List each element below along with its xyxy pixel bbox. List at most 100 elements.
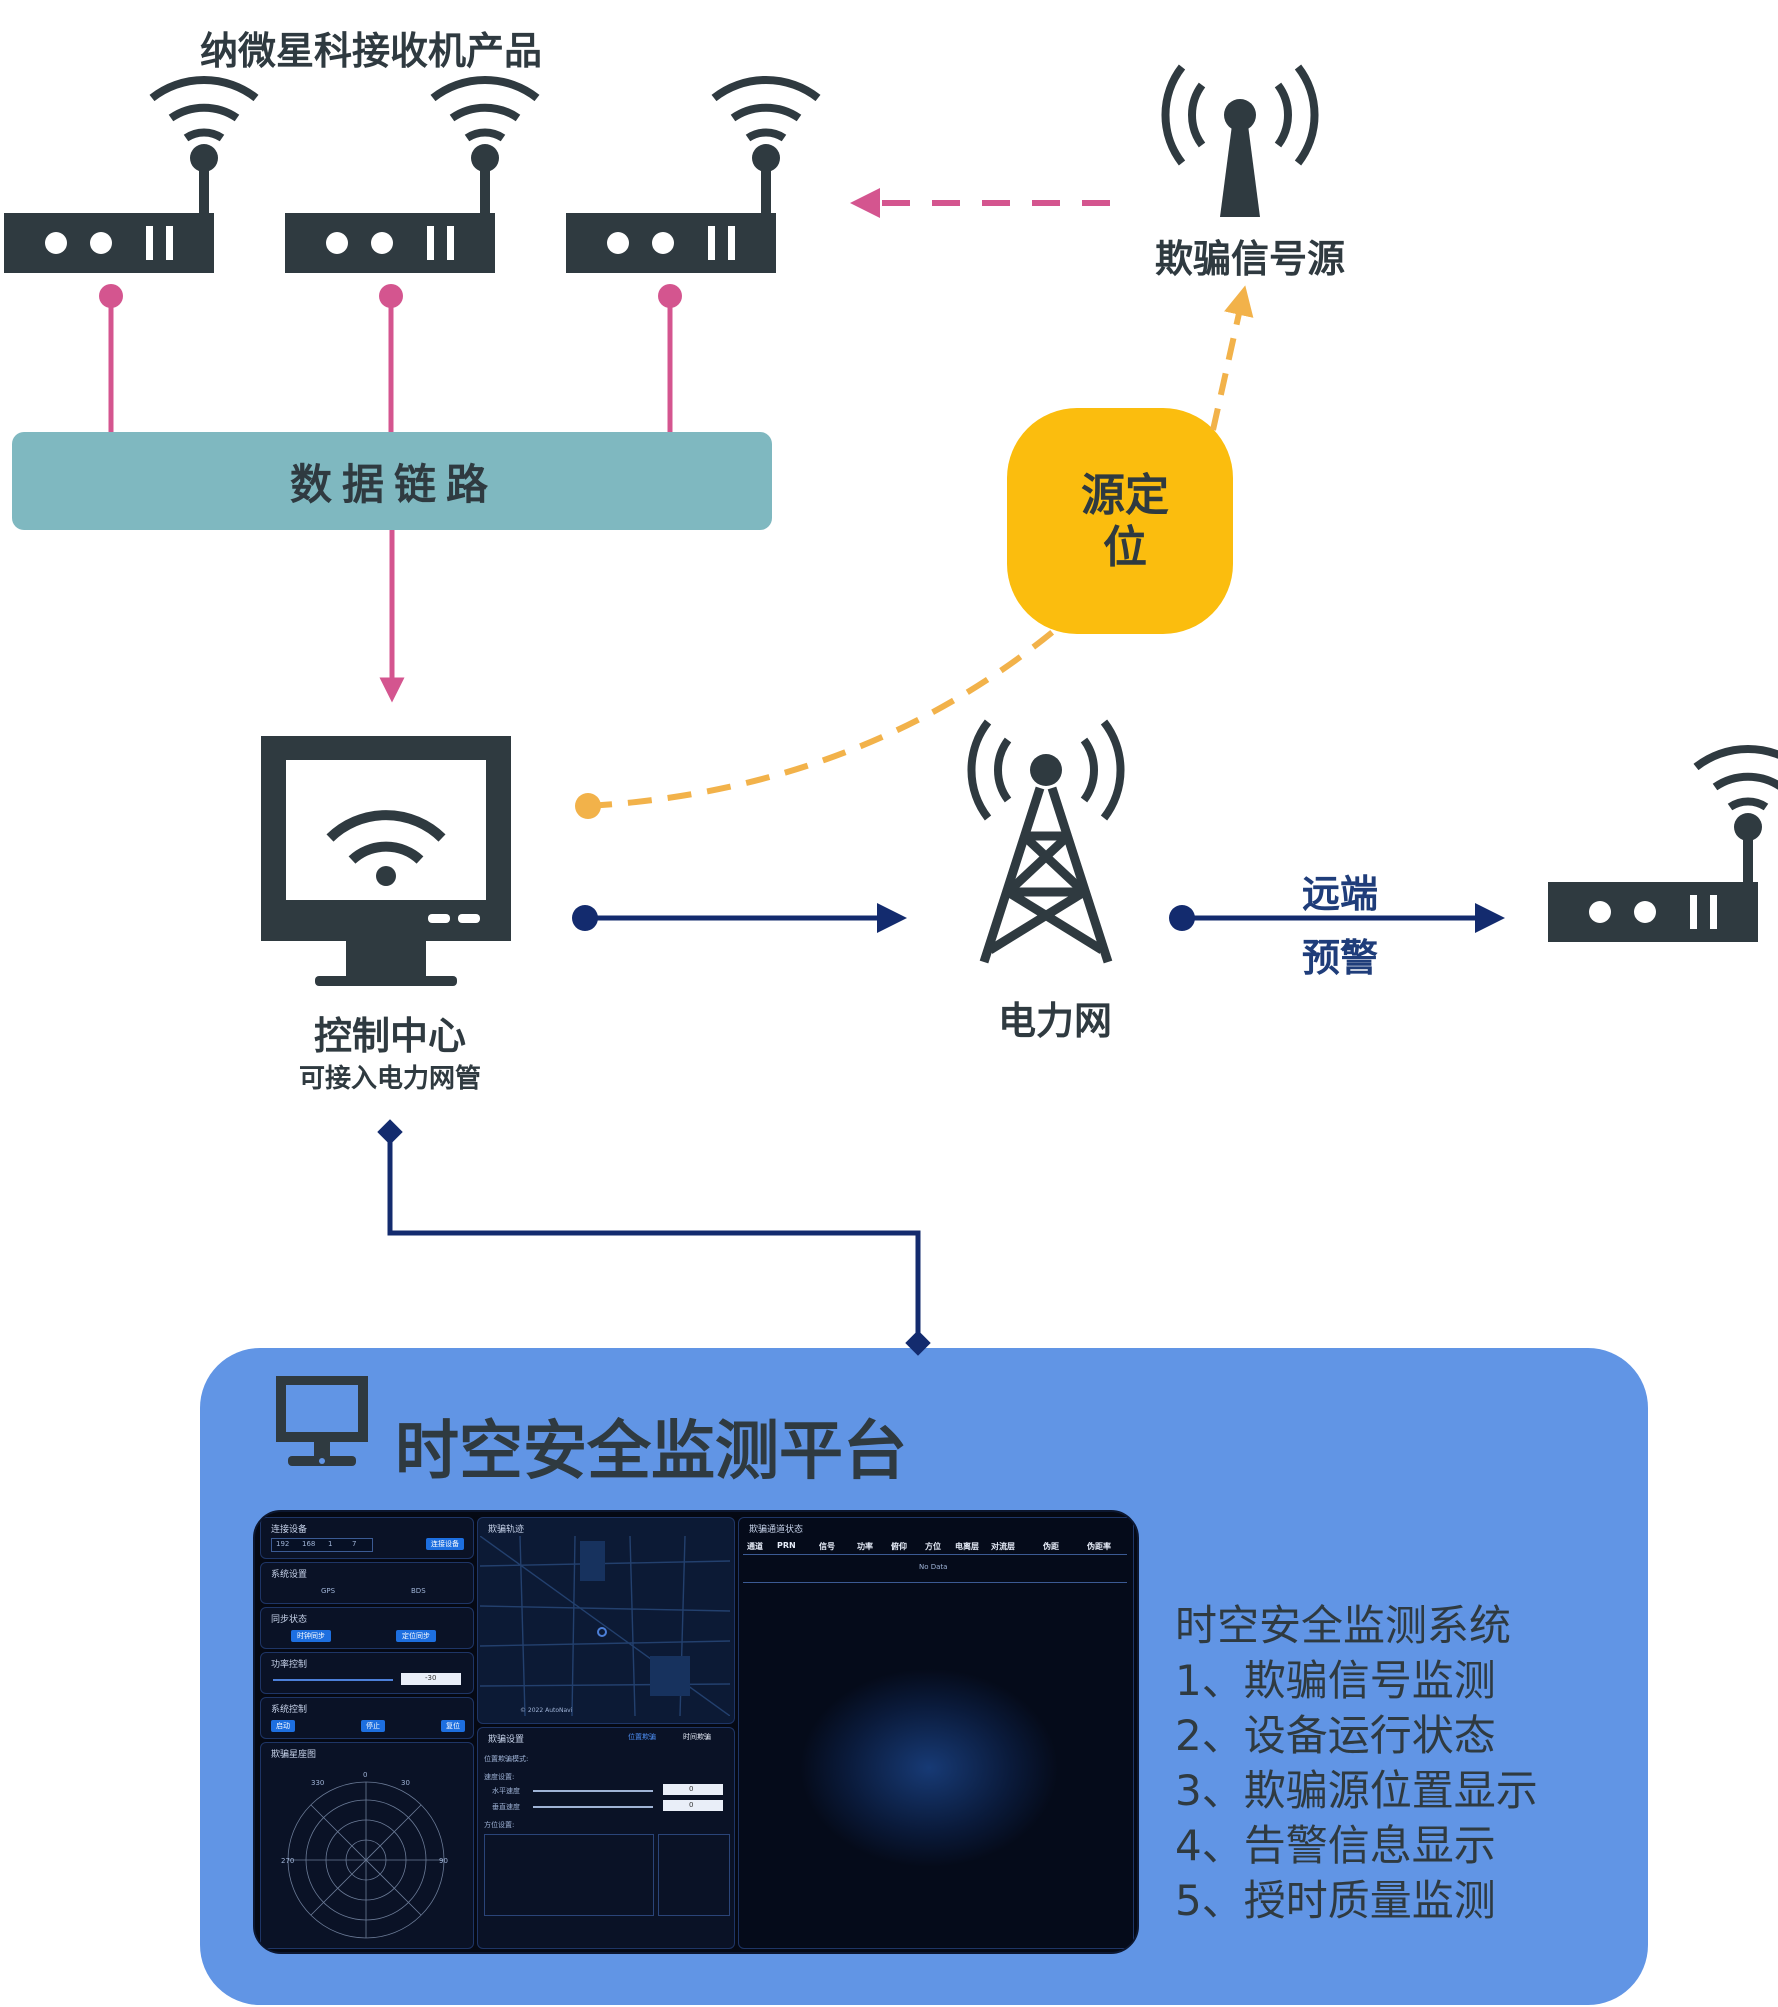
connect-panel: 连接设备 192 168 1 7 连接设备	[260, 1517, 474, 1559]
skyplot-title: 欺骗星座图	[271, 1750, 317, 1760]
control-panel: 系统控制 启动 停止 复位	[260, 1697, 474, 1739]
start-button[interactable]: 启动	[271, 1720, 295, 1732]
stop-button[interactable]: 停止	[361, 1720, 385, 1732]
remote-warning-label: 远端 预警	[1250, 862, 1430, 990]
v-speed-label: 垂直速度	[492, 1803, 520, 1811]
feature-item: 4、告警信息显示	[1175, 1821, 1496, 1870]
speed-label: 速度设置:	[484, 1773, 515, 1781]
system-title: 系统设置	[271, 1570, 308, 1580]
col-header: 方位	[925, 1542, 941, 1551]
skyplot-tick: 270	[281, 1857, 294, 1865]
col-header: 俯仰	[891, 1542, 907, 1551]
source-location-box	[1007, 408, 1233, 634]
position-sync-button[interactable]: 定位同步	[396, 1630, 436, 1642]
channel-table-header: 通道 PRN 信号 功率 俯仰 方位 电离层 对流层 伪距 伪距率	[743, 1538, 1127, 1555]
h-speed-label: 水平速度	[492, 1787, 520, 1795]
col-header: 对流层	[991, 1542, 1015, 1551]
source-location-label: 源定 位	[1005, 470, 1245, 574]
connector-diamond-top	[377, 1119, 403, 1145]
skyplot-panel: 欺骗星座图 0 30 330 270 90	[260, 1742, 474, 1949]
direction-pad[interactable]	[484, 1834, 654, 1916]
monitor-icon	[276, 1376, 368, 1466]
control-center-subtitle: 可接入电力网管	[298, 1064, 481, 1094]
control-to-platform-line	[387, 1132, 921, 1340]
control-title: 系统控制	[271, 1705, 308, 1715]
col-header: 伪距	[1043, 1542, 1059, 1551]
reset-button[interactable]: 复位	[441, 1720, 465, 1732]
tab-position-spoof[interactable]: 位置欺骗	[628, 1733, 656, 1741]
control-center-monitor-icon	[261, 736, 511, 986]
gps-option[interactable]: GPS	[321, 1587, 336, 1595]
spoof-source-icon	[1165, 67, 1314, 217]
control-center-title: 控制中心	[313, 1014, 466, 1058]
power-panel: 功率控制 -30	[260, 1652, 474, 1694]
connect-button[interactable]: 连接设备	[426, 1538, 464, 1550]
power-title: 功率控制	[271, 1660, 308, 1670]
skyplot-tick: 30	[401, 1779, 410, 1787]
location-to-spoof-arrow	[1210, 285, 1254, 431]
platform-feature-list: 时空安全监测系统 1、欺骗信号监测 2、设备运行状态 3、欺骗源位置显示 4、告…	[1175, 1598, 1538, 1928]
remote-receiver	[1548, 749, 1778, 942]
col-header: 通道	[747, 1542, 763, 1551]
receivers-title: 纳微星科接收机产品	[200, 29, 543, 73]
feature-item: 1、欺骗信号监测	[1175, 1656, 1496, 1705]
divider	[743, 1582, 1127, 1583]
location-dashed-path	[587, 627, 1057, 809]
receiver-1	[4, 80, 256, 273]
col-header: 信号	[819, 1542, 835, 1551]
map-copyright: © 2022 AutoNavi	[520, 1707, 573, 1714]
receiver-link-lines	[108, 297, 673, 432]
remote-warning-line-2: 预警	[1301, 936, 1378, 980]
location-path-dot	[575, 793, 601, 819]
skyplot-chart: 0 30 330 270 90	[281, 1771, 448, 1939]
channel-empty: No Data	[919, 1563, 948, 1571]
source-location-line-2: 位	[1103, 522, 1147, 573]
h-speed-slider[interactable]	[533, 1790, 653, 1792]
bds-option[interactable]: BDS	[411, 1587, 426, 1595]
feature-item: 2、设备运行状态	[1175, 1711, 1496, 1760]
channel-title: 欺骗通道状态	[749, 1525, 804, 1535]
feature-heading: 时空安全监测系统	[1175, 1601, 1512, 1650]
col-header: 伪距率	[1087, 1542, 1111, 1551]
sync-title: 同步状态	[271, 1615, 308, 1625]
sync-panel: 同步状态 时钟同步 定位同步	[260, 1607, 474, 1649]
tab-time-spoof[interactable]: 时间欺骗	[683, 1733, 711, 1741]
direction-label: 方位设置:	[484, 1821, 515, 1829]
spoof-settings-panel: 欺骗设置 位置欺骗 时间欺骗 位置欺骗模式: 速度设置: 水平速度 0 垂直速度…	[477, 1727, 735, 1949]
feature-item: 3、欺骗源位置显示	[1175, 1766, 1538, 1815]
v-speed-input[interactable]: 0	[663, 1800, 723, 1811]
ip-input[interactable]: 192 168 1 7	[271, 1538, 373, 1552]
connector-diamond-bottom	[905, 1330, 931, 1356]
power-grid-label: 电力网	[997, 999, 1112, 1043]
col-header: 功率	[857, 1542, 873, 1551]
receiver-3	[566, 80, 818, 273]
h-speed-input[interactable]: 0	[663, 1784, 723, 1795]
spoof-settings-title: 欺骗设置	[488, 1735, 525, 1745]
altitude-pad[interactable]	[658, 1834, 730, 1916]
track-title: 欺骗轨迹	[488, 1525, 525, 1535]
power-grid-tower-icon	[971, 722, 1120, 964]
skyplot-tick: 0	[363, 1771, 367, 1779]
clock-sync-button[interactable]: 时钟同步	[291, 1630, 331, 1642]
power-slider[interactable]	[273, 1679, 393, 1681]
system-panel: 系统设置 GPS BDS	[260, 1562, 474, 1604]
platform-screenshot: 连接设备 192 168 1 7 连接设备 系统设置 GPS BDS 同步状态 …	[253, 1510, 1139, 1954]
remote-warning-dot	[1169, 905, 1195, 931]
track-panel: 欺骗轨迹 © 2022 AutoNavi	[477, 1517, 735, 1724]
power-input[interactable]: -30	[401, 1673, 461, 1685]
col-header: 电离层	[955, 1542, 979, 1551]
v-speed-slider[interactable]	[533, 1806, 653, 1808]
receiver-2	[285, 80, 537, 273]
skyplot-tick: 330	[311, 1779, 324, 1787]
skyplot-tick: 90	[439, 1857, 448, 1865]
data-link-bar	[12, 432, 772, 530]
col-header: PRN	[777, 1541, 796, 1550]
platform-title: 时空安全监测平台	[395, 1415, 907, 1489]
source-location-line-1: 源定	[1081, 470, 1169, 521]
spoof-source-label: 欺骗信号源	[1154, 237, 1345, 281]
connect-title: 连接设备	[271, 1525, 308, 1535]
remote-warning-line-1: 远端	[1301, 872, 1378, 916]
channel-panel: 欺骗通道状态 通道 PRN 信号 功率 俯仰 方位 电离层 对流层 伪距 伪距率…	[738, 1517, 1134, 1949]
data-link-label: 数据链路	[289, 460, 498, 509]
